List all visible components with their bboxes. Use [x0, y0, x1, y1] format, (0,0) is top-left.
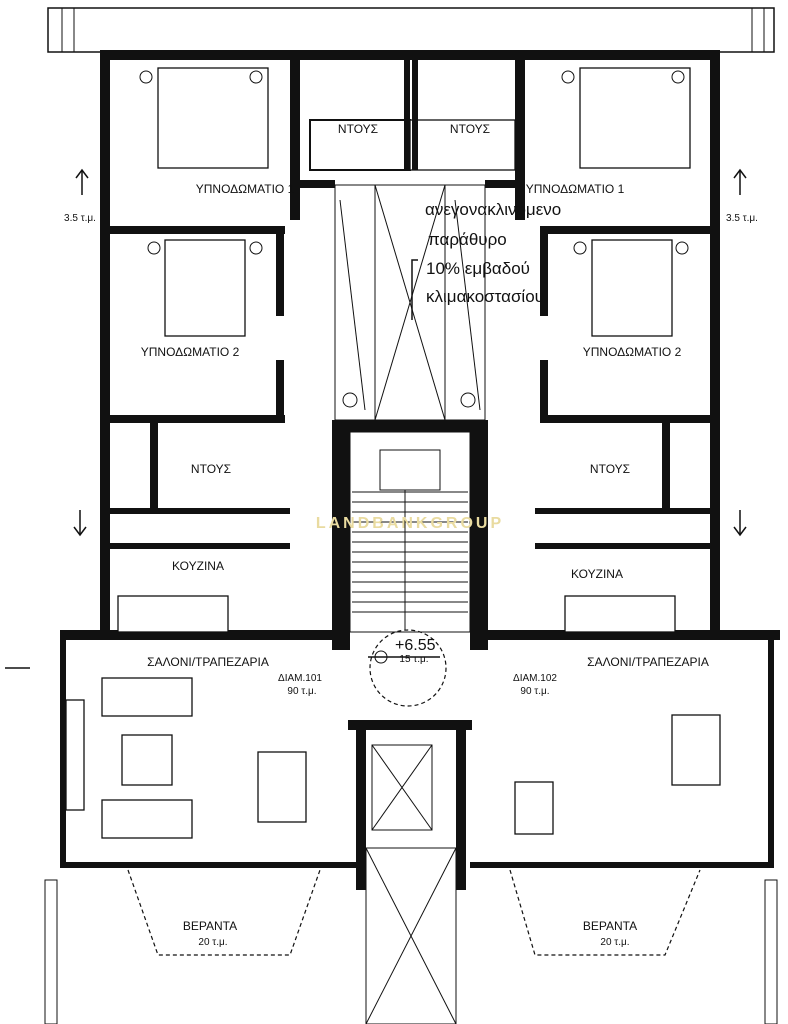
side-area: 3.5 τ.μ.: [64, 213, 96, 224]
bed: [573, 239, 689, 337]
landing-area: 15 τ.μ.: [399, 654, 428, 665]
arrow-down-icon: [73, 510, 87, 537]
veranda-edge-right: [509, 869, 701, 956]
sofa: [101, 799, 193, 839]
tv-unit: [65, 699, 85, 811]
label-bedroom-1: ΥΠΝΟΔΩΜΑΤΙΟ 1: [196, 182, 295, 196]
label-shower: ΝΤΟΥΣ: [338, 122, 378, 136]
svg-text:παράθυρο: παράθυρο: [428, 230, 507, 249]
label-living-dining: ΣΑΛΟΝΙ/ΤΡΑΠΕΖΑΡΙΑ: [147, 655, 269, 669]
label-bedroom-1: ΥΠΝΟΔΩΜΑΤΙΟ 1: [526, 182, 625, 196]
roof-edge: [47, 7, 775, 53]
label-shower: ΝΤΟΥΣ: [590, 462, 630, 476]
label-living-dining: ΣΑΛΟΝΙ/ΤΡΑΠΕΖΑΡΙΑ: [587, 655, 709, 669]
coffee-table: [121, 734, 173, 786]
window-note: ανεγονακλινόμενο παράθυρο 10% εμβαδού κλ…: [411, 200, 561, 320]
arrow-up-icon: [75, 168, 89, 195]
apartment-area: 90 τ.μ.: [287, 686, 316, 697]
svg-text:10% εμβαδού: 10% εμβαδού: [426, 259, 530, 278]
veranda-area: 20 τ.μ.: [600, 937, 629, 948]
apartment-area: 90 τ.μ.: [520, 686, 549, 697]
label-veranda: ΒΕΡΑΝΤΑ: [583, 919, 637, 933]
svg-text:κλιμακοστασίου: κλιμακοστασίου: [426, 287, 544, 306]
staircase: [349, 431, 471, 707]
arrow-down-icon: [733, 510, 747, 537]
cabinet: [514, 781, 554, 835]
light-shaft: [334, 184, 486, 421]
side-area: 3.5 τ.μ.: [726, 213, 758, 224]
label-veranda: ΒΕΡΑΝΤΑ: [183, 919, 237, 933]
dining-table: [257, 751, 307, 823]
sofa: [101, 677, 193, 717]
svg-text:ανεγονακλινόμενο: ανεγονακλινόμενο: [425, 200, 561, 219]
elevator: [365, 744, 457, 1024]
apartment-number: ΔΙΑΜ.102: [513, 673, 557, 684]
bed: [139, 67, 269, 169]
label-shower: ΝΤΟΥΣ: [191, 462, 231, 476]
watermark: LANDBANKGROUP: [316, 515, 504, 532]
label-kitchen: ΚΟΥΖΙΝΑ: [172, 559, 224, 573]
bed: [561, 67, 691, 169]
apartment-number: ΔΙΑΜ.101: [278, 673, 322, 684]
veranda-area: 20 τ.μ.: [198, 937, 227, 948]
walls: [60, 50, 780, 890]
landing-level: +6.55: [395, 637, 436, 654]
bed: [147, 239, 263, 337]
dining-table: [671, 714, 721, 786]
label-kitchen: ΚΟΥΖΙΝΑ: [571, 567, 623, 581]
label-bedroom-2: ΥΠΝΟΔΩΜΑΤΙΟ 2: [583, 345, 682, 359]
arrow-up-icon: [733, 168, 747, 195]
label-bedroom-2: ΥΠΝΟΔΩΜΑΤΙΟ 2: [141, 345, 240, 359]
veranda-edge-left: [127, 869, 321, 956]
label-shower: ΝΤΟΥΣ: [450, 122, 490, 136]
